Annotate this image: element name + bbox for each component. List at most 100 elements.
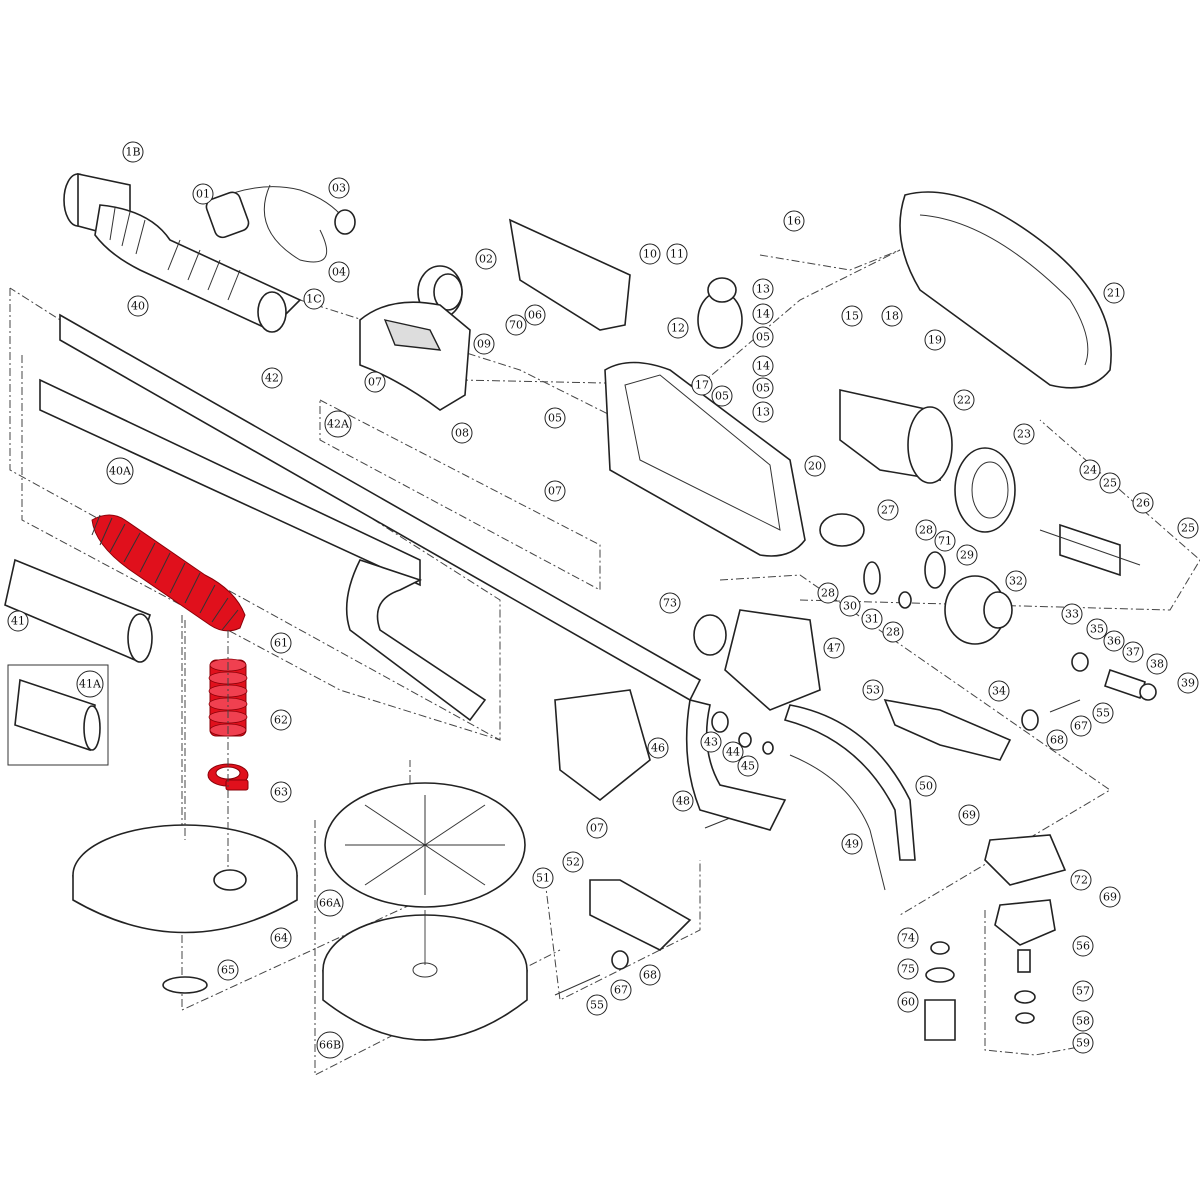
callout-number: 68 bbox=[1050, 734, 1064, 747]
callout-60: 60 bbox=[897, 991, 919, 1013]
callout-circle bbox=[364, 371, 386, 393]
assembly-boundaries bbox=[9, 249, 1200, 1076]
callout-09: 09 bbox=[473, 333, 495, 355]
callout-circle bbox=[127, 295, 149, 317]
callout-74: 74 bbox=[897, 927, 919, 949]
callout-number: 31 bbox=[865, 613, 879, 626]
callout-number: 61 bbox=[274, 637, 288, 650]
callout-43: 43 bbox=[700, 731, 722, 753]
callout-number: 67 bbox=[614, 984, 628, 997]
callout-46: 46 bbox=[647, 737, 669, 759]
callout-number: 28 bbox=[886, 626, 900, 639]
callout-circle bbox=[752, 278, 774, 300]
callout-65: 65 bbox=[217, 959, 239, 981]
callout-57: 57 bbox=[1072, 980, 1094, 1002]
callout-number: 34 bbox=[992, 685, 1006, 698]
callout-circle bbox=[897, 927, 919, 949]
callout-number: 70 bbox=[509, 319, 523, 332]
callout-49: 49 bbox=[841, 833, 863, 855]
callout-number: 43 bbox=[704, 736, 718, 749]
callout-70: 70 bbox=[505, 314, 527, 336]
callout-53: 53 bbox=[862, 679, 884, 701]
callout-number: 50 bbox=[919, 780, 933, 793]
callout-59: 59 bbox=[1072, 1032, 1094, 1054]
callout-number: 53 bbox=[866, 684, 880, 697]
callout-circle bbox=[711, 385, 733, 407]
part-shapes bbox=[4, 173, 1157, 1041]
callout-number: 46 bbox=[651, 742, 665, 755]
callout-1C: 1C bbox=[303, 288, 325, 310]
callout-circle bbox=[639, 964, 661, 986]
callout-number: 71 bbox=[938, 535, 952, 548]
callout-number: 27 bbox=[881, 504, 895, 517]
callout-circle bbox=[691, 374, 713, 396]
callout-number: 24 bbox=[1083, 464, 1097, 477]
callout-circle bbox=[524, 304, 546, 326]
callout-47: 47 bbox=[823, 637, 845, 659]
callout-circle bbox=[700, 731, 722, 753]
callout-number: 13 bbox=[756, 406, 770, 419]
callout-number: 08 bbox=[455, 427, 469, 440]
callout-19: 19 bbox=[924, 329, 946, 351]
callout-number: 36 bbox=[1107, 635, 1121, 648]
callout-circle bbox=[915, 775, 937, 797]
callout-number: 21 bbox=[1107, 287, 1121, 300]
callout-number: 28 bbox=[919, 524, 933, 537]
callout-number: 30 bbox=[843, 600, 857, 613]
callout-circle bbox=[1177, 517, 1199, 539]
callout-circle bbox=[988, 680, 1010, 702]
callout-circle bbox=[915, 519, 937, 541]
callout-52: 52 bbox=[562, 851, 584, 873]
callout-28: 28 bbox=[882, 621, 904, 643]
callout-number: 23 bbox=[1017, 428, 1031, 441]
callout-number: 19 bbox=[928, 334, 942, 347]
callout-circle bbox=[270, 781, 292, 803]
callout-35: 35 bbox=[1086, 618, 1108, 640]
part-61-hose-highlighted[interactable] bbox=[91, 514, 246, 632]
callout-circle bbox=[1177, 672, 1199, 694]
callout-number: 59 bbox=[1076, 1037, 1090, 1050]
callout-number: 41 bbox=[11, 615, 25, 628]
callout-number: 69 bbox=[1103, 891, 1117, 904]
callout-circle bbox=[783, 210, 805, 232]
callout-number: 72 bbox=[1074, 874, 1088, 887]
callout-number: 38 bbox=[1150, 658, 1164, 671]
callout-number: 42 bbox=[265, 372, 279, 385]
callout-number: 66B bbox=[319, 1039, 341, 1052]
callout-circle bbox=[817, 582, 839, 604]
callout-circle bbox=[473, 333, 495, 355]
callout-68: 68 bbox=[639, 964, 661, 986]
callout-08: 08 bbox=[451, 422, 473, 444]
callout-circle bbox=[1070, 715, 1092, 737]
callout-circle bbox=[1061, 603, 1083, 625]
callout-42: 42 bbox=[261, 367, 283, 389]
callout-circle bbox=[1103, 630, 1125, 652]
callout-42A: 42A bbox=[324, 410, 352, 438]
callout-58: 58 bbox=[1072, 1010, 1094, 1032]
callout-circle bbox=[752, 401, 774, 423]
callout-26: 26 bbox=[1132, 492, 1154, 514]
callout-circle bbox=[261, 367, 283, 389]
callout-40: 40 bbox=[127, 295, 149, 317]
callout-62: 62 bbox=[270, 709, 292, 731]
callout-circle bbox=[7, 610, 29, 632]
callout-number: 48 bbox=[676, 795, 690, 808]
callout-circle bbox=[877, 499, 899, 521]
callout-number: 37 bbox=[1126, 646, 1140, 659]
callout-circle bbox=[841, 833, 863, 855]
callout-number: 51 bbox=[536, 872, 550, 885]
callout-circle bbox=[667, 317, 689, 339]
callout-number: 03 bbox=[332, 182, 346, 195]
callout-55: 55 bbox=[1092, 702, 1114, 724]
callout-circle bbox=[303, 288, 325, 310]
callout-45: 45 bbox=[737, 755, 759, 777]
callout-33: 33 bbox=[1061, 603, 1083, 625]
callout-circle bbox=[666, 243, 688, 265]
callout-circle bbox=[839, 595, 861, 617]
callout-number: 47 bbox=[827, 642, 841, 655]
callout-07: 07 bbox=[364, 371, 386, 393]
callout-number: 12 bbox=[671, 322, 685, 335]
callout-number: 17 bbox=[695, 379, 709, 392]
callout-25: 25 bbox=[1177, 517, 1199, 539]
